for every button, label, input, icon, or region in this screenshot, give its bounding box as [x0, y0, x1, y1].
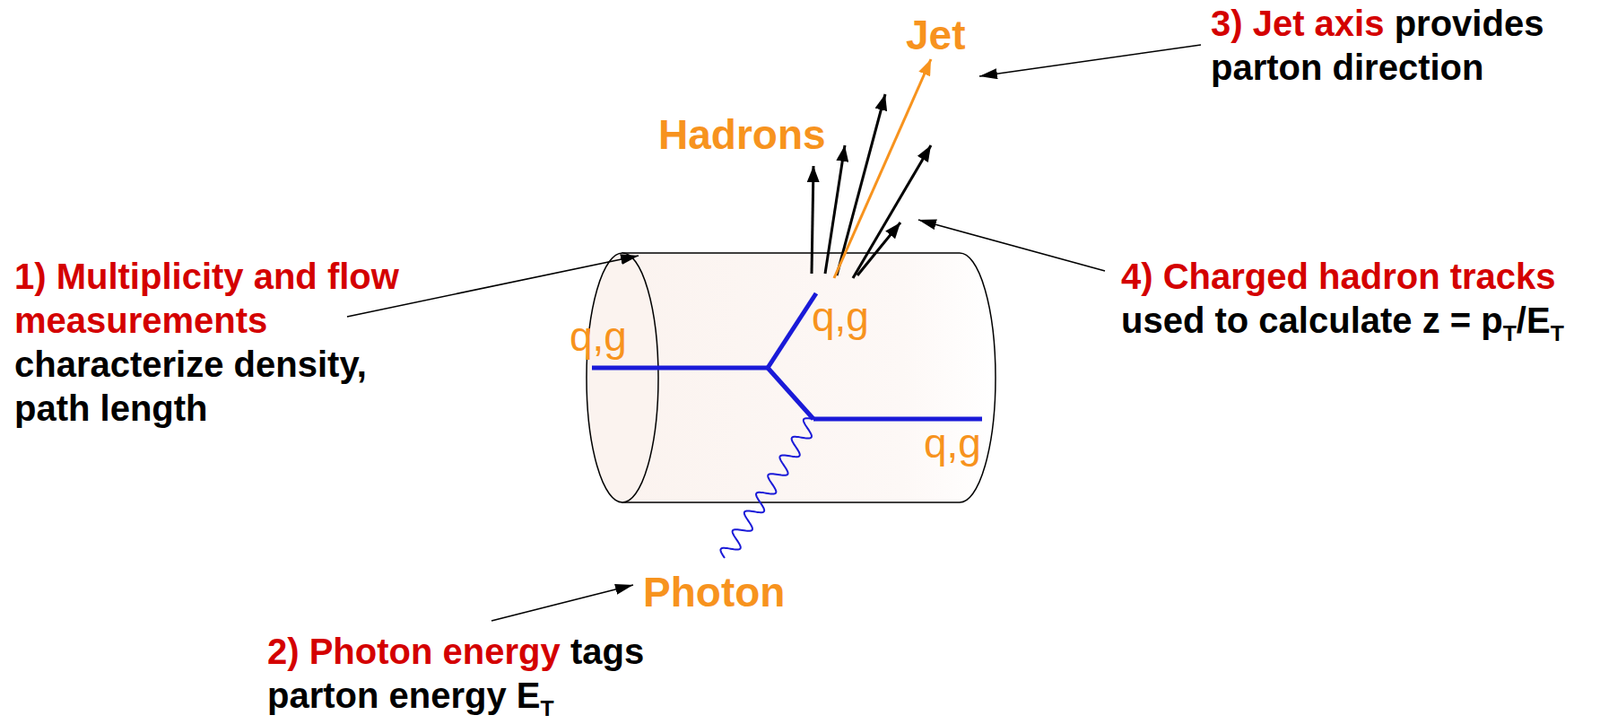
medium-cylinder [622, 252, 996, 503]
parton-label: q,g [923, 422, 982, 464]
subscript: T [1503, 321, 1517, 346]
subscript: T [540, 695, 555, 721]
particle-label: Hadrons [658, 113, 827, 156]
parton-lines [591, 293, 983, 419]
callout-text: used to calculate z = p [1121, 300, 1504, 340]
cylinder-end [586, 252, 659, 503]
label-group: 2) Photon energytags parton energy ET [267, 629, 689, 718]
label-group: Hadrons [658, 113, 827, 156]
label-group: q,g [811, 295, 870, 338]
hadron-arrows [811, 94, 931, 279]
particle-label: Photon [643, 571, 785, 613]
particle-label: Jet [905, 14, 966, 56]
subscript: T [1550, 321, 1565, 346]
photon-wave [720, 417, 814, 558]
parton-label: q,g [811, 295, 870, 338]
label-group: 4) Charged hadron tracksused to calculat… [1121, 254, 1565, 343]
callout-text: characterize density, path length [14, 342, 427, 431]
photon-wave-group [720, 417, 814, 558]
callout-heading: 4) Charged hadron tracks [1121, 254, 1565, 299]
label-group: 1) Multiplicity and flow measurementscha… [14, 254, 427, 431]
label-group: q,g [569, 315, 627, 357]
label-group: Jet [905, 14, 966, 56]
label-group: q,g [923, 422, 982, 464]
leader-lines [347, 44, 1201, 621]
parton-label: q,g [569, 315, 627, 357]
jet-axis-arrow [834, 59, 931, 279]
callout-text: /E [1516, 300, 1551, 340]
callout-heading: 1) Multiplicity and flow measurements [14, 254, 427, 343]
label-group: Photon [643, 571, 785, 613]
label-group: 3) Jet axisprovides parton direction [1210, 1, 1592, 90]
callout-heading: 2) Photon energy [267, 631, 561, 671]
callout-heading: 3) Jet axis [1210, 3, 1384, 44]
